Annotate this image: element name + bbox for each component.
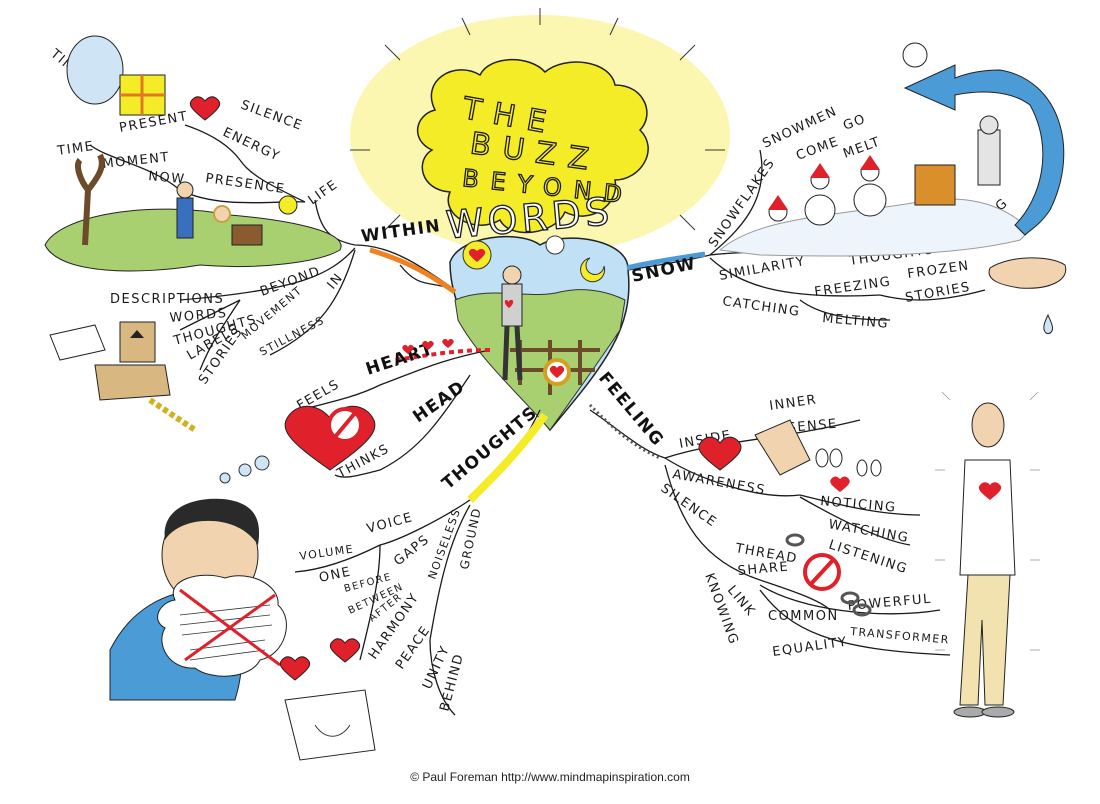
sun-icon [278, 195, 298, 215]
park-island [44, 208, 342, 272]
come-label: COME [794, 134, 841, 163]
park-person-body [176, 197, 194, 239]
equality-label: EQUALITY [771, 635, 848, 660]
blue-arrow-icon [903, 64, 1065, 236]
paper-sheet-icon [49, 324, 106, 361]
frozen-label: FROZEN [906, 258, 970, 282]
bag-icon [284, 689, 376, 761]
park-woman-head [213, 205, 231, 223]
eye-heart-icon [698, 436, 742, 471]
transformer-label: TRANSFORMER [849, 625, 951, 647]
clock-icon [66, 35, 124, 105]
central-flower-heart-icon [549, 365, 565, 378]
life-label: LIFE [306, 177, 341, 208]
snowman-3-hat [860, 155, 880, 170]
now-label: NOW [148, 169, 186, 187]
inner-label: INNER [768, 392, 818, 414]
water-drop-icon [1043, 313, 1053, 334]
snowball-icon [902, 42, 928, 68]
projector-icon [119, 321, 156, 363]
sun-rays [350, 8, 725, 231]
title-cloud [416, 58, 649, 234]
central-moon-icon [580, 257, 606, 283]
thought-bubbles [219, 455, 270, 484]
stories-snow-label: STORIES [904, 280, 972, 306]
heart-icon-silence [189, 96, 221, 121]
eyes-icon [815, 448, 882, 477]
bag-heart-left-icon [279, 656, 311, 681]
standing-man [953, 402, 1016, 718]
heart-chain [402, 338, 454, 354]
park-person-head [176, 181, 194, 199]
descriptions-label: DESCRIPTIONS [110, 292, 224, 307]
music-cross-2 [184, 593, 276, 662]
small-heart-icon [830, 476, 850, 492]
hand-eye-icon [754, 419, 811, 476]
man-glow-rays [935, 391, 1040, 651]
catching-hand-icon [988, 257, 1067, 289]
melt-label: MELT [841, 134, 883, 161]
snowman-3-body [853, 183, 887, 217]
bag-heart-right-icon [329, 638, 361, 663]
snowman-2-hat [810, 163, 830, 178]
eject-icon [130, 330, 144, 338]
similarity-label: SIMILARITY [718, 254, 807, 284]
thoughts-ribbon [467, 412, 549, 503]
within-label: WITHIN [360, 216, 442, 247]
energy-label: ENERGY [220, 125, 282, 165]
scarf-icon [148, 397, 197, 433]
no-symbol-slash [333, 411, 357, 439]
central-person [501, 265, 523, 381]
snowman-2-body [804, 194, 836, 226]
snowman-1-hat [768, 195, 788, 210]
gaps-label: GAPS [391, 532, 433, 569]
voice-label: VOICE [365, 510, 415, 537]
chain-links-icon [785, 533, 872, 617]
bag-smile-icon [314, 724, 351, 737]
moment-label: MOMENT [102, 150, 171, 172]
common-label: COMMON [768, 609, 839, 624]
ice-figure [977, 129, 1001, 186]
copyright-footer: © Paul Foreman http://www.mindmapinspira… [410, 770, 690, 784]
feeling-label: FEELING [594, 368, 668, 450]
powerful-label: POWERFUL [847, 592, 932, 614]
melting-label: MELTING [822, 311, 890, 332]
park-tree [75, 153, 105, 246]
sense-label: SENSE [787, 417, 838, 436]
thinking-person-hair [164, 498, 260, 545]
within-ribbon [369, 247, 457, 295]
brick-tower [914, 164, 956, 206]
book-icon [94, 364, 171, 401]
heart-ribbon [394, 348, 491, 362]
go-label: GO [841, 112, 868, 134]
central-lightbulb-icon [545, 235, 565, 255]
catching-label: CATCHING [721, 294, 801, 320]
central-hills [454, 289, 626, 431]
ice-figure-head [979, 115, 999, 135]
park-bench [231, 224, 263, 246]
time-label: TIME [55, 139, 95, 159]
share-label: SHARE [737, 560, 790, 579]
music-cloud [157, 574, 287, 677]
in-label: IN [325, 270, 347, 292]
presence-label: PRESENCE [204, 171, 286, 197]
one-label: ONE [318, 564, 353, 585]
silence-label: SILENCE [239, 98, 305, 134]
snow-ribbon [626, 251, 706, 271]
words-label: WORDS [169, 306, 228, 326]
noticing-label: NOTICING [820, 494, 897, 516]
central-heart-bubble-heart-icon [468, 248, 486, 262]
chain-no-slash [808, 557, 836, 587]
